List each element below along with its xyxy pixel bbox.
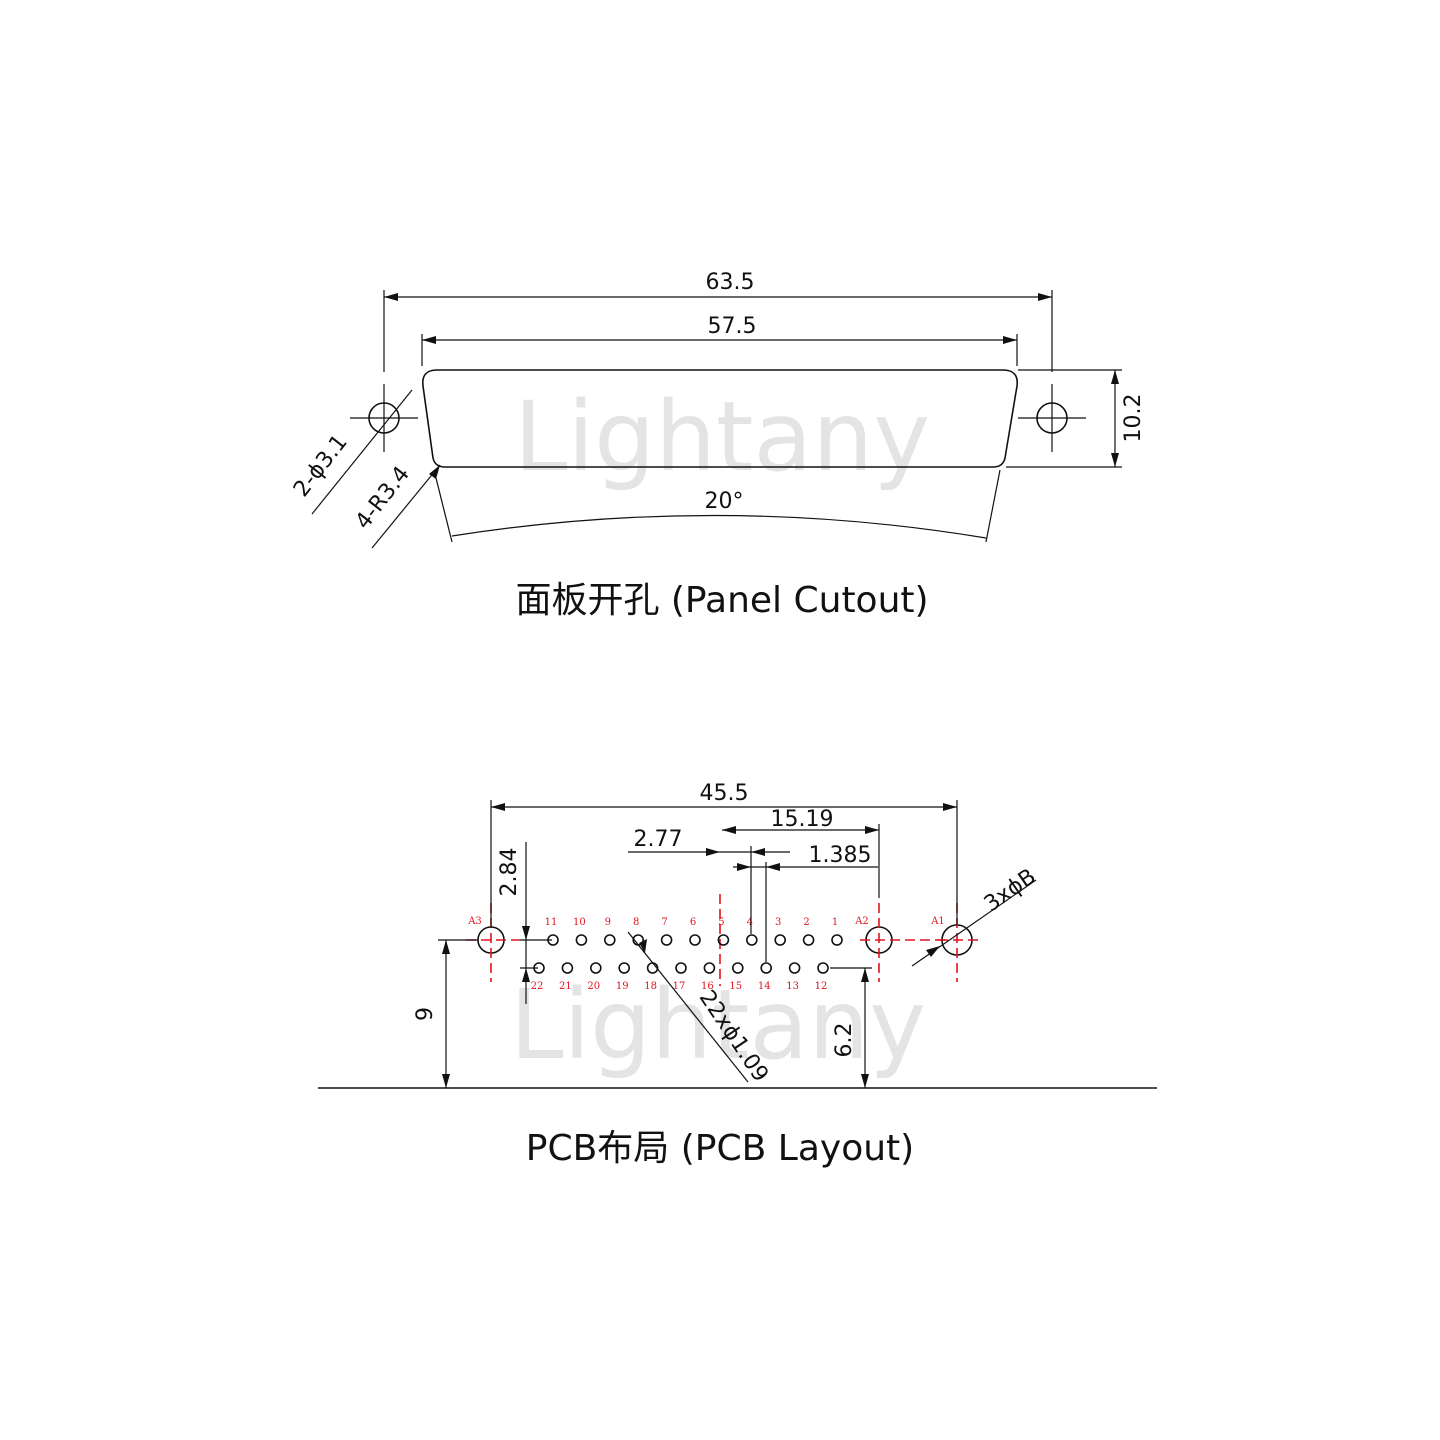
mount-label-a3: A3 bbox=[467, 916, 482, 927]
bottom-row-pin-hole bbox=[731, 962, 744, 974]
top-row-pin-label: 4 bbox=[747, 917, 753, 928]
top-row-pin-label: 5 bbox=[718, 917, 724, 928]
bottom-row-pin-label: 19 bbox=[616, 981, 629, 992]
top-row-pin-hole bbox=[717, 934, 730, 946]
bottom-row-pin-hole bbox=[817, 962, 829, 974]
bottom-row-pin-hole bbox=[703, 962, 716, 974]
mount-label-a1: A1 bbox=[930, 916, 945, 927]
bottom-row-pin-hole bbox=[675, 962, 687, 974]
leader-mount-hole bbox=[311, 389, 413, 515]
top-row-pin-hole bbox=[603, 934, 616, 946]
leader-corner-radius bbox=[371, 464, 441, 549]
bottom-row-pin-label: 13 bbox=[786, 981, 799, 992]
bottom-row-pin-hole bbox=[760, 962, 773, 974]
bottom-row-pin-label: 15 bbox=[729, 981, 742, 992]
dim-cutout-width: 57.5 bbox=[708, 314, 757, 339]
mount-hole-a1 bbox=[938, 903, 978, 982]
dim-angle: 20° bbox=[705, 489, 744, 514]
mount-label-a2: A2 bbox=[854, 916, 869, 927]
bottom-row-pin-label: 18 bbox=[644, 981, 657, 992]
bottom-row-pin-hole bbox=[561, 962, 574, 974]
dim-height-right: 6.2 bbox=[832, 1023, 857, 1058]
right-mounting-hole bbox=[1018, 384, 1086, 452]
leader-pin-holes bbox=[627, 931, 749, 1083]
top-row-pin-label: 7 bbox=[661, 917, 667, 928]
bottom-row-pin-label: 22 bbox=[531, 981, 544, 992]
top-row-pin-label: 2 bbox=[803, 917, 809, 928]
left-mounting-hole bbox=[350, 384, 418, 452]
bottom-row-pin-label: 12 bbox=[815, 981, 828, 992]
dim-mount-holes: 3xϕB bbox=[980, 864, 1041, 917]
top-row-pin-label: 9 bbox=[605, 917, 611, 928]
bottom-row-pin-label: 17 bbox=[673, 981, 686, 992]
top-row-pin-hole bbox=[660, 934, 673, 946]
mount-hole-a2 bbox=[860, 903, 948, 982]
top-row-pin-label: 10 bbox=[573, 917, 586, 928]
bottom-row-pin-label: 14 bbox=[758, 981, 771, 992]
bottom-row-pin-hole bbox=[618, 962, 631, 974]
panel-caption: 面板开孔 (Panel Cutout) bbox=[515, 580, 928, 621]
top-row-pin-label: 6 bbox=[690, 917, 696, 928]
dim-overall-width: 63.5 bbox=[706, 270, 755, 295]
pcb-caption: PCB布局 (PCB Layout) bbox=[526, 1128, 914, 1169]
dim-corner-radius: 4-R3.4 bbox=[351, 462, 415, 534]
bottom-row-pin-label: 20 bbox=[587, 981, 600, 992]
dim-pcb-overall: 45.5 bbox=[700, 781, 749, 806]
dim-height: 10.2 bbox=[1121, 394, 1146, 443]
bottom-row-pin-label: 21 bbox=[559, 981, 572, 992]
top-row-pin-hole bbox=[745, 934, 758, 946]
bottom-row-pin-hole bbox=[589, 962, 602, 974]
top-row-pin-hole bbox=[689, 934, 701, 946]
dim-pitch: 2.77 bbox=[634, 827, 683, 852]
bottom-row-pin-label: 16 bbox=[701, 981, 714, 992]
top-row-pin-label: 1 bbox=[832, 917, 838, 928]
dim-row-spacing: 2.84 bbox=[497, 848, 522, 897]
d-cutout-outline bbox=[421, 369, 1019, 468]
dim-half-pitch: 1.385 bbox=[809, 843, 872, 868]
top-row-pin-label: 11 bbox=[545, 917, 558, 928]
pin-row-top: 11 10 9 8 7 6 5 4 3 2 1 bbox=[545, 917, 843, 946]
top-row-pin-label: 8 bbox=[633, 917, 639, 928]
top-row-pin-hole bbox=[774, 934, 787, 946]
top-row-pin-hole bbox=[575, 934, 588, 946]
dim-mount-hole: 2-ϕ3.1 bbox=[289, 430, 353, 502]
watermark-bottom: Lightany bbox=[510, 969, 926, 1081]
top-row-pin-hole bbox=[802, 934, 815, 946]
top-row-pin-hole bbox=[831, 934, 843, 946]
watermark-top: Lightany bbox=[514, 381, 930, 493]
pin-row-bottom: 22 21 20 19 18 17 16 15 14 13 12 bbox=[531, 962, 829, 992]
top-row-pin-label: 3 bbox=[775, 917, 781, 928]
angle-arc bbox=[451, 514, 987, 539]
dim-height-left: 9 bbox=[413, 1007, 438, 1021]
dim-pitch-span: 15.19 bbox=[771, 807, 834, 832]
bottom-row-pin-hole bbox=[788, 962, 801, 974]
